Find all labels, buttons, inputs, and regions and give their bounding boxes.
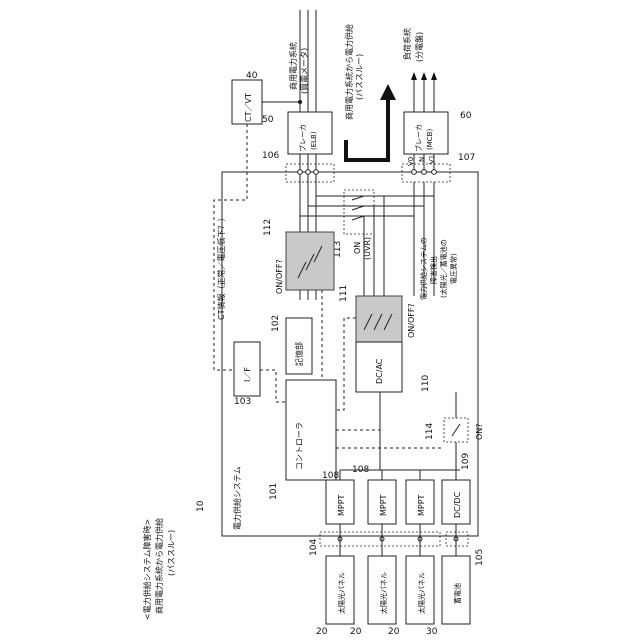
ref-112: 112 <box>263 219 273 236</box>
mppt-label-3: MPPT <box>417 494 426 516</box>
ref-101: 101 <box>269 483 279 500</box>
dcdc-label: DC/DC <box>453 491 462 518</box>
detect-line-4: 電圧異常) <box>449 253 458 284</box>
load-label-2: (分電盤) <box>414 32 424 62</box>
switch-114-label: ON? <box>475 423 484 440</box>
controller-label: コントローラ <box>295 422 304 470</box>
ref-108-a: 108 <box>322 471 339 481</box>
ref-20-a: 20 <box>316 627 328 637</box>
ref-111: 111 <box>339 285 349 302</box>
breaker-elb-label-1: ブレーカ <box>298 124 307 152</box>
controller-box <box>286 380 336 480</box>
if-label: I／F <box>243 367 252 382</box>
load-label-1: 負荷系統 <box>402 28 412 60</box>
uvr-label-1: ON <box>353 242 362 254</box>
caption-line-3: (パススルー) <box>167 530 176 576</box>
mppt-label-2: MPPT <box>379 494 388 516</box>
switch-111-label: ON/OFF? <box>407 303 416 338</box>
system-title: 電力供給システム <box>232 466 242 530</box>
switch-112-label: ON/OFF? <box>275 259 284 294</box>
ctvt-label: CT／VT <box>244 93 253 122</box>
grid-label-2: (買電メータ) <box>300 48 309 94</box>
terminal-107-pin-3 <box>432 170 437 175</box>
pv-label-3: 太陽光パネル <box>417 572 426 614</box>
ref-40: 40 <box>246 71 258 81</box>
term-107-v0: V0 <box>407 157 415 166</box>
ref-105: 105 <box>475 549 485 566</box>
load-arrow-1 <box>411 72 417 80</box>
caption-line-1: <電力供給システム障害時> <box>142 519 152 620</box>
ct-info-label: CT情報（正常／電圧低下？） <box>216 214 226 320</box>
storage-label: 記憶部 <box>294 342 304 366</box>
term-107-n: N <box>418 157 426 162</box>
ref-106: 106 <box>262 151 279 161</box>
pv-label-1: 太陽光パネル <box>337 572 346 614</box>
terminal-106-pin-1 <box>298 170 303 175</box>
caption-line-2: 商用電力系統から電力供給 <box>154 518 164 614</box>
ref-107: 107 <box>458 153 475 163</box>
term-107-v1: V1 <box>428 155 436 164</box>
ref-30: 30 <box>426 627 438 637</box>
detect-line-2: 障害検出 <box>429 256 438 284</box>
ref-20-b: 20 <box>350 627 362 637</box>
ref-20-c: 20 <box>388 627 400 637</box>
terminal-107-pin-1 <box>412 170 417 175</box>
detect-line-1: 電力供給システムの <box>419 237 428 300</box>
ref-102: 102 <box>271 315 281 332</box>
ref-114: 114 <box>425 423 435 440</box>
dcac-label: DC/AC <box>375 358 384 384</box>
ref-108-b: 108 <box>352 465 369 475</box>
breaker-mcb-label-2: (MCB) <box>426 129 434 150</box>
terminal-106-pin-3 <box>314 170 319 175</box>
passthrough-arrowhead <box>380 84 396 100</box>
pv-label-2: 太陽光パネル <box>379 572 388 614</box>
breaker-mcb-label-1: ブレーカ <box>414 124 423 152</box>
ref-10: 10 <box>196 500 206 512</box>
ref-104: 104 <box>309 539 319 556</box>
ref-110: 110 <box>421 375 431 392</box>
breaker-elb-label-2: (ELB) <box>310 131 318 150</box>
detect-line-3: (太陽光／蓄電池の <box>439 239 448 298</box>
ref-60: 60 <box>460 111 472 121</box>
battery-label: 蓄電池 <box>453 583 462 604</box>
grid-label-1: 商用電力系統 <box>288 42 298 90</box>
passthrough-label-2: (パススルー) <box>355 54 364 100</box>
ref-50: 50 <box>262 115 274 125</box>
terminal-106-pin-2 <box>306 170 311 175</box>
load-arrow-2 <box>421 72 427 80</box>
caption: <電力供給システム障害時> 商用電力系統から電力供給 (パススルー) <box>142 518 176 620</box>
load-arrow-3 <box>431 72 437 80</box>
passthrough-label-1: 商用電力系統から電力供給 <box>344 24 354 120</box>
terminal-107-pin-2 <box>422 170 427 175</box>
ref-109: 109 <box>461 453 471 470</box>
ref-103: 103 <box>234 397 251 407</box>
mppt-label-1: MPPT <box>337 494 346 516</box>
